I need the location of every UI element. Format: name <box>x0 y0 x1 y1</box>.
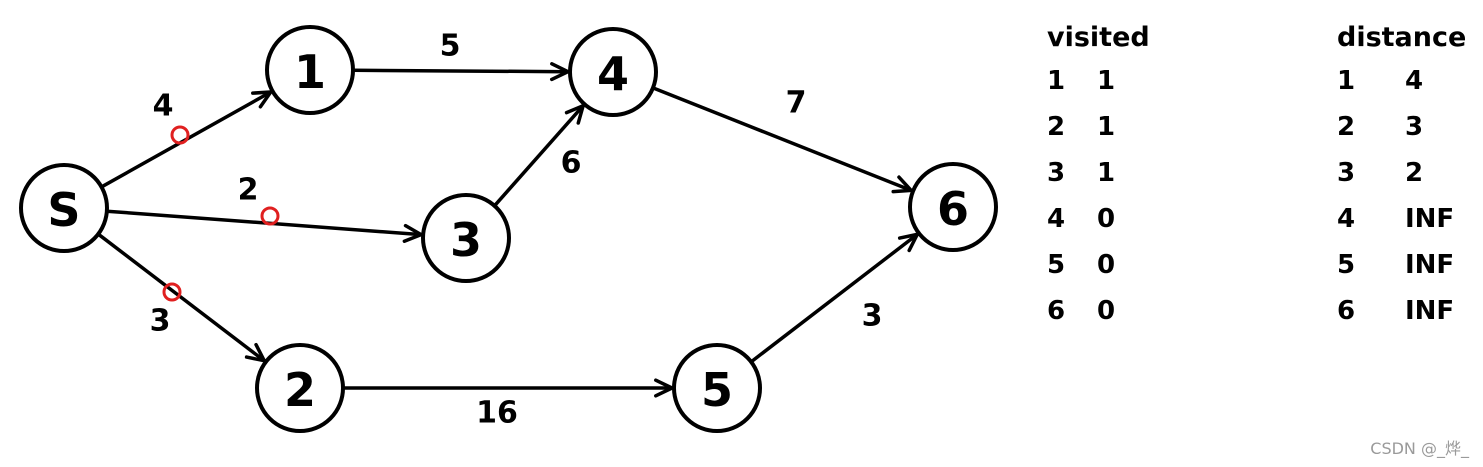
relaxed-marker <box>162 282 182 302</box>
row-key: 5 <box>1337 250 1356 280</box>
edge-line <box>352 68 569 74</box>
edge-S-1: 4 <box>100 89 273 189</box>
node-label: 5 <box>701 363 733 417</box>
node-label: 4 <box>597 47 629 101</box>
node-label: 2 <box>284 363 316 417</box>
edge-3-4: 6 <box>493 103 585 207</box>
row-value: INF <box>1405 204 1455 234</box>
edge-S-3: 2 <box>106 173 423 243</box>
edge-4-6: 7 <box>652 86 913 194</box>
distance-title: distance <box>1337 22 1467 53</box>
row-value: 1 <box>1097 112 1116 142</box>
edge-line <box>652 86 912 193</box>
edge-weight: 2 <box>238 173 259 208</box>
arrow-head <box>891 175 913 194</box>
node-6: 6 <box>908 162 998 252</box>
row-key: 4 <box>1337 204 1356 234</box>
row-value: 2 <box>1405 158 1424 188</box>
edge-2-5: 16 <box>343 378 674 431</box>
edge-weight: 3 <box>150 304 171 339</box>
relaxed-marker <box>260 206 280 226</box>
node-circle <box>568 27 658 117</box>
node-5: 5 <box>672 343 762 433</box>
row-key: 1 <box>1337 66 1356 96</box>
node-circle <box>265 25 355 115</box>
row-key: 3 <box>1337 158 1356 188</box>
edge-5-6: 3 <box>750 232 920 364</box>
node-3: 3 <box>421 193 511 283</box>
relaxed-marker <box>170 125 190 145</box>
row-key: 6 <box>1337 296 1356 326</box>
node-circle <box>255 343 345 433</box>
row-key: 1 <box>1047 66 1066 96</box>
node-S: S <box>19 163 109 253</box>
visited-title: visited <box>1047 22 1150 53</box>
node-4: 4 <box>568 27 658 117</box>
row-value: INF <box>1405 296 1455 326</box>
node-2: 2 <box>255 343 345 433</box>
edge-weight: 7 <box>786 86 807 121</box>
row-value: 1 <box>1097 158 1116 188</box>
row-key: 3 <box>1047 158 1066 188</box>
edge-line <box>493 104 585 207</box>
node-label: 6 <box>937 182 969 236</box>
table-row: 4 INF <box>1337 196 1483 242</box>
row-value: 4 <box>1405 66 1424 96</box>
node-label: 3 <box>450 213 482 267</box>
row-value: 0 <box>1097 250 1116 280</box>
node-circle <box>672 343 762 433</box>
edge-weight: 16 <box>476 396 518 431</box>
row-key: 2 <box>1047 112 1066 142</box>
graph-diagram: 4 2 3 5 6 7 16 3 S 1 2 3 4 5 6 <box>19 25 998 433</box>
row-key: 2 <box>1337 112 1356 142</box>
edge-weight: 3 <box>862 299 883 334</box>
arrow-head <box>549 62 570 82</box>
row-value: INF <box>1405 250 1455 280</box>
edge-weight: 6 <box>561 146 582 181</box>
node-circle <box>908 162 998 252</box>
edge-line <box>97 232 266 363</box>
edge-1-4: 5 <box>352 29 570 82</box>
table-row: 5 INF <box>1337 242 1483 288</box>
watermark: CSDN @_烨_ <box>1370 439 1469 458</box>
edge-weight: 5 <box>440 29 461 64</box>
node-label: S <box>47 183 80 237</box>
row-value: 0 <box>1097 296 1116 326</box>
row-value: 1 <box>1097 66 1116 96</box>
node-circle <box>19 163 109 253</box>
edge-S-2: 3 <box>97 232 266 363</box>
node-circle <box>421 193 511 283</box>
row-value: 0 <box>1097 204 1116 234</box>
row-key: 5 <box>1047 250 1066 280</box>
row-key: 6 <box>1047 296 1066 326</box>
edge-weight: 4 <box>153 89 174 124</box>
row-key: 4 <box>1047 204 1066 234</box>
node-label: 1 <box>294 45 326 99</box>
node-1: 1 <box>265 25 355 115</box>
table-row: 6 INF <box>1337 288 1483 334</box>
row-value: 3 <box>1405 112 1424 142</box>
edge-line <box>750 232 919 364</box>
